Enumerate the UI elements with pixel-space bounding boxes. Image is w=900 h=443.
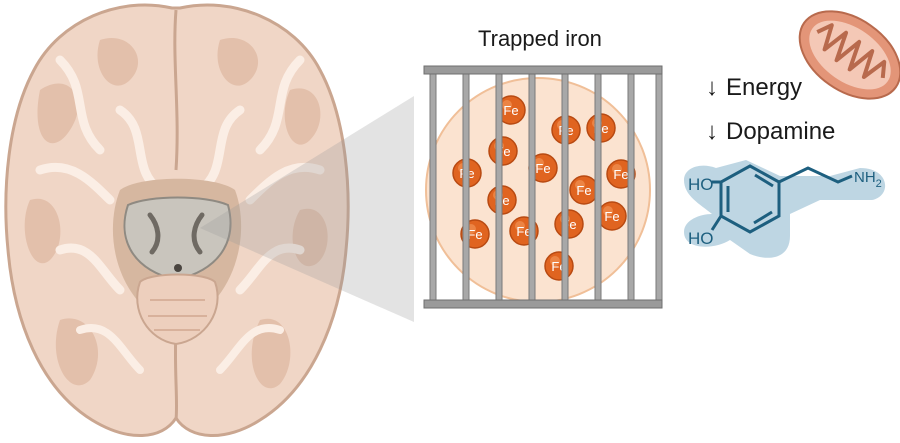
- dopamine-label: Dopamine: [726, 118, 836, 145]
- brain-icon: [4, 3, 350, 437]
- down-arrow-icon: ↓: [706, 118, 718, 145]
- iron-label: Fe: [467, 227, 482, 242]
- iron-particle: Fe: [488, 136, 518, 166]
- mitochondrion-icon: [798, 10, 900, 100]
- dopamine-structure-icon: HO HO NH2: [684, 160, 886, 258]
- iron-particle: Fe: [554, 209, 584, 239]
- ho-group-top: HO: [688, 175, 714, 194]
- energy-effect: ↓ Energy: [706, 74, 802, 102]
- zoom-cone: [200, 96, 414, 322]
- cage-top-rail: [423, 65, 663, 75]
- nh2-group: NH2: [854, 169, 882, 190]
- cage-bar: [429, 71, 437, 303]
- energy-label: Energy: [726, 74, 803, 101]
- dopamine-effect: ↓ Dopamine: [706, 118, 835, 146]
- cage-bar: [462, 71, 470, 303]
- cage-bottom-rail: [423, 299, 663, 309]
- iron-label: Fe: [535, 161, 550, 176]
- cage-icon: FeFeFeFeFeFeFeFeFeFeFeFeFeFe: [423, 65, 663, 309]
- cage-bar: [561, 71, 569, 303]
- iron-label: Fe: [604, 209, 619, 224]
- iron-label: Fe: [576, 183, 591, 198]
- cage-bar: [495, 71, 503, 303]
- cage-bar: [594, 71, 602, 303]
- iron-label: Fe: [516, 224, 531, 239]
- down-arrow-icon: ↓: [706, 74, 718, 101]
- iron-particle: Fe: [544, 251, 574, 281]
- iron-particle: Fe: [569, 175, 599, 205]
- cage-bar: [528, 71, 536, 303]
- iron-label: Fe: [613, 167, 628, 182]
- trapped-iron-title: Trapped iron: [478, 26, 602, 51]
- iron-particle: Fe: [528, 153, 558, 183]
- iron-halo: [425, 77, 651, 303]
- iron-label: Fe: [503, 103, 518, 118]
- iron-particle: Fe: [496, 95, 526, 125]
- iron-particle: Fe: [597, 201, 627, 231]
- cage-bar: [627, 71, 635, 303]
- iron-particles: FeFeFeFeFeFeFeFeFeFeFeFeFeFe: [452, 95, 636, 281]
- ho-group-bottom: HO: [688, 229, 714, 248]
- cage-bar: [655, 71, 663, 303]
